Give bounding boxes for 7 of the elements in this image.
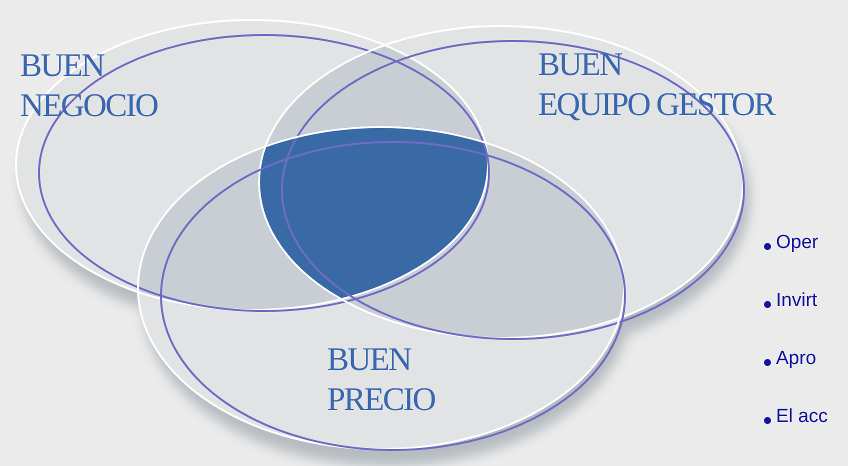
circle-label: BUEN PRECIO (327, 341, 436, 420)
bullet-item: El acc (776, 406, 828, 428)
bullet-item: Oper (776, 232, 818, 254)
bullet-item: Invirt (776, 290, 818, 312)
bullet-item: Apro (776, 348, 816, 370)
venn-ellipse (15, 19, 489, 311)
venn-ellipse (137, 126, 625, 450)
